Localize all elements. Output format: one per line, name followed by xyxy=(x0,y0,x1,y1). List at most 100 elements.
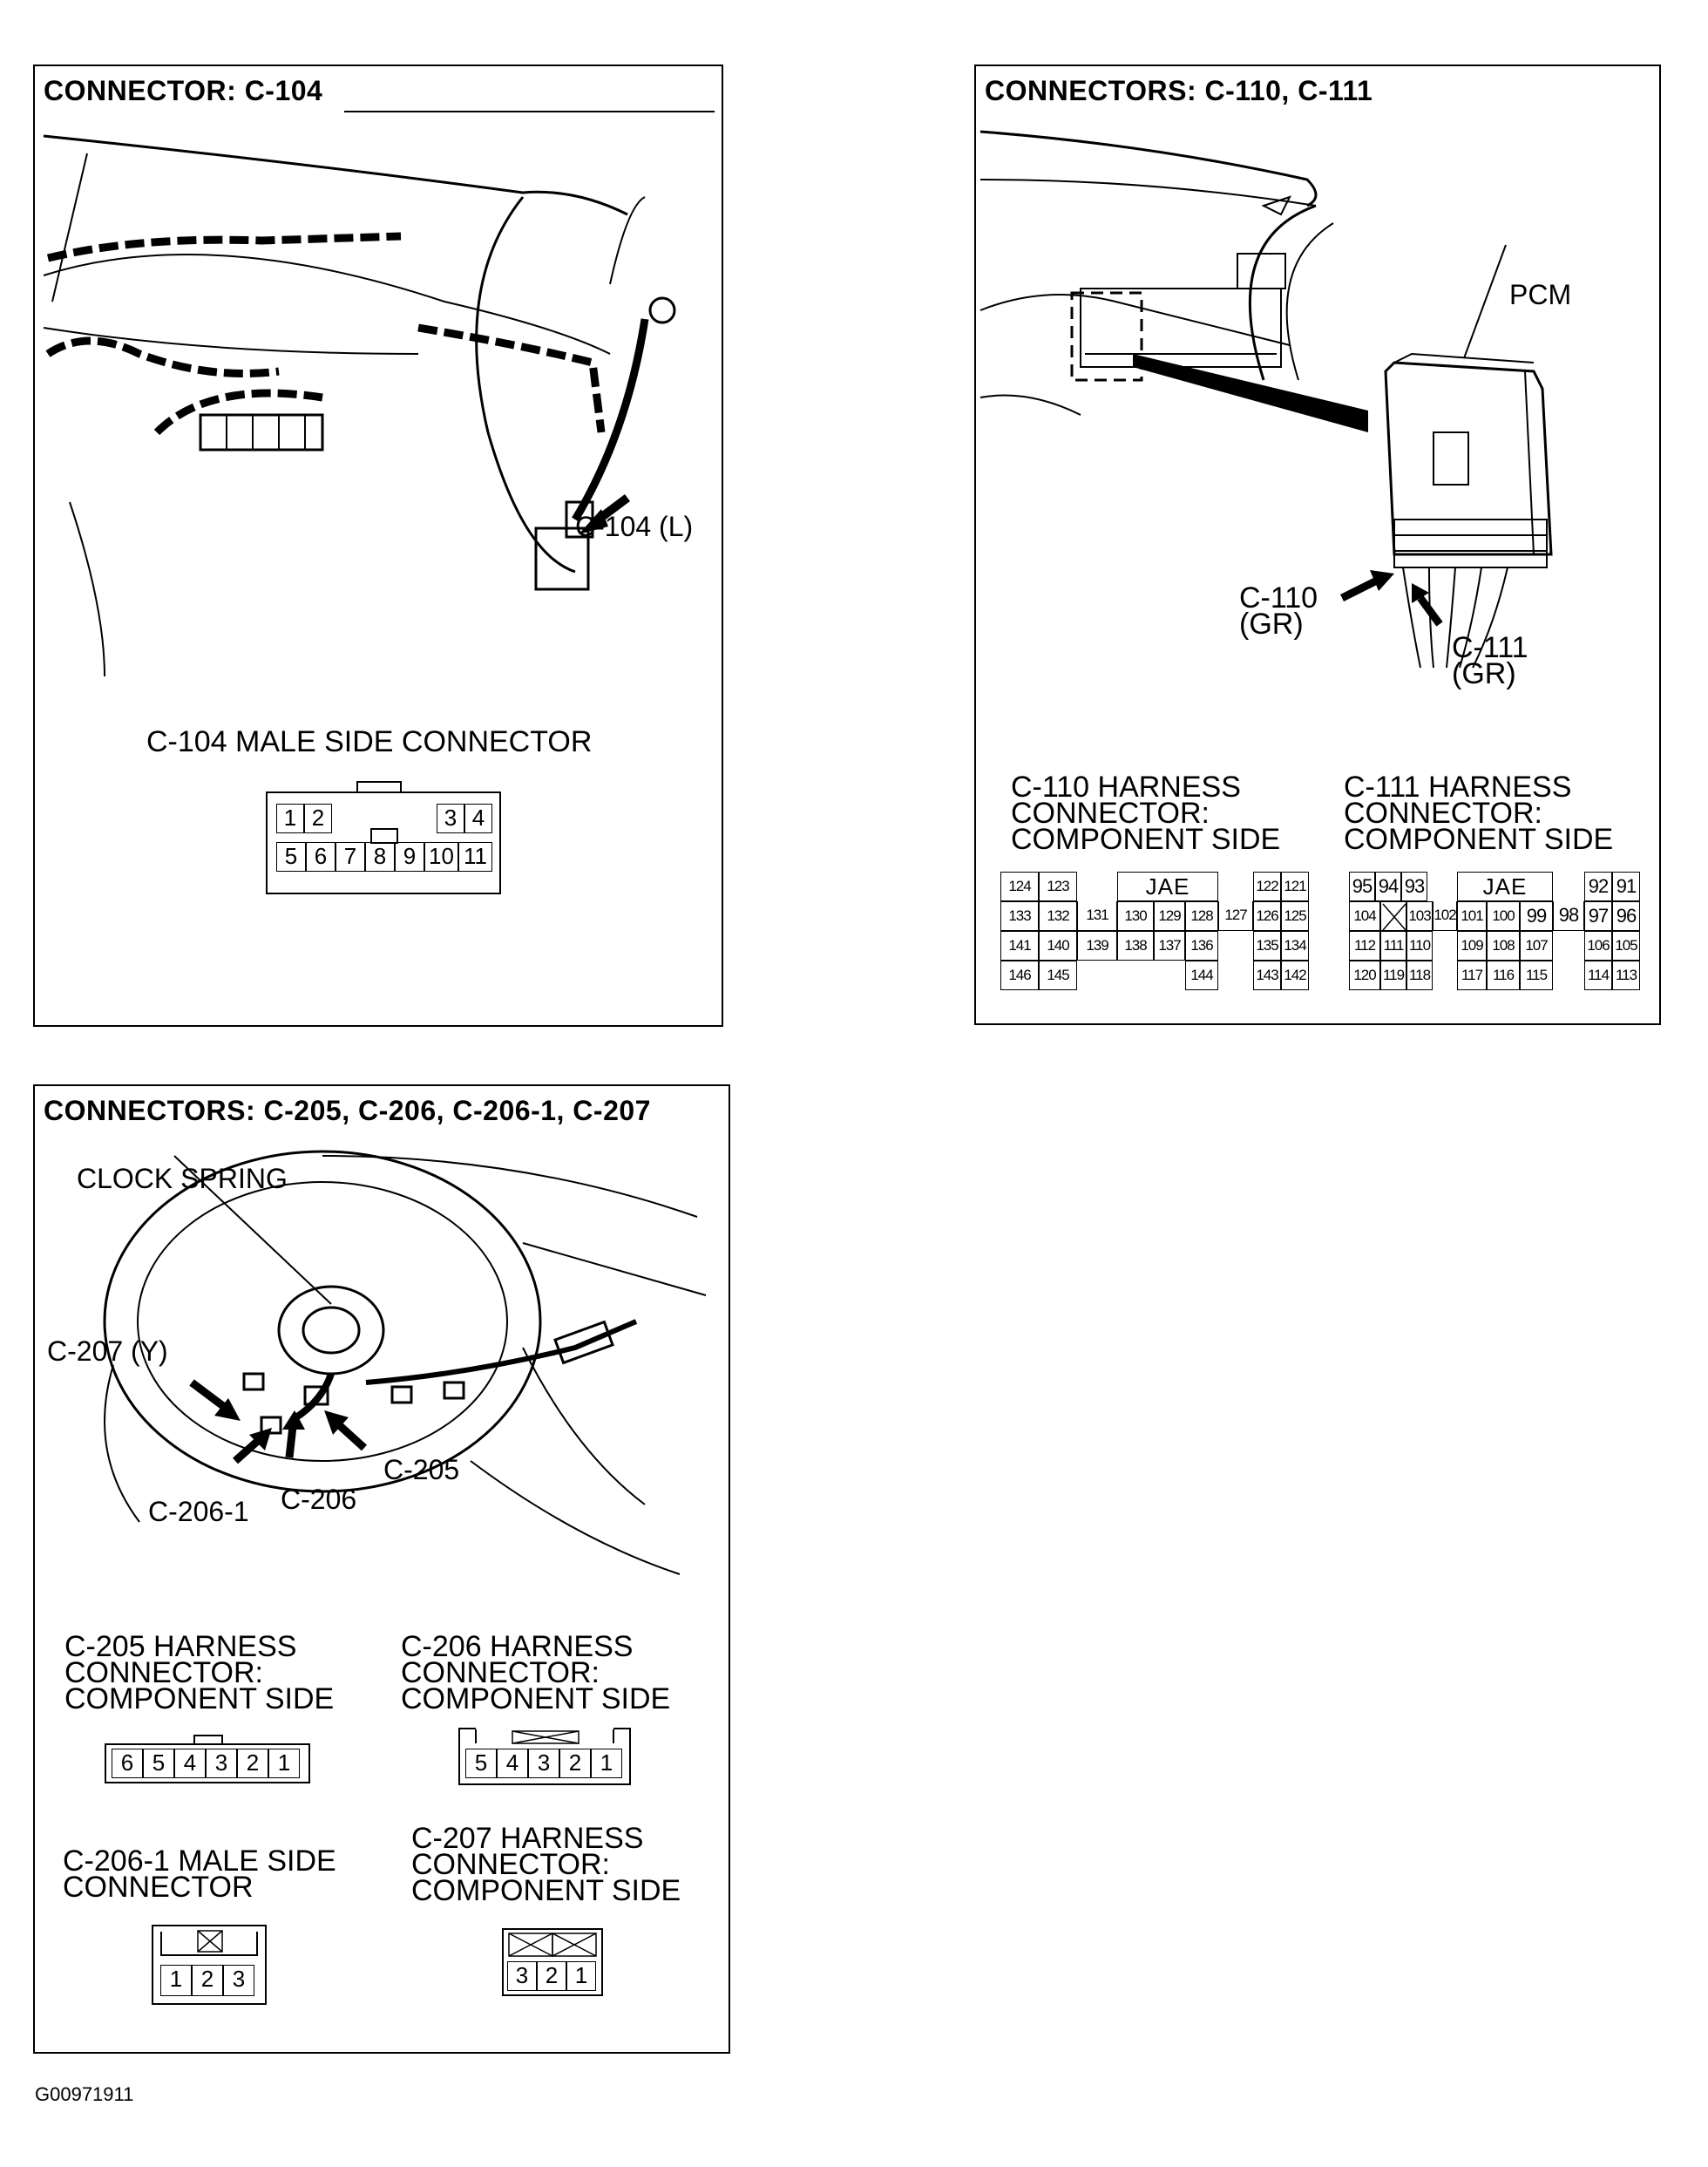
c111-pin: 118 xyxy=(1406,961,1433,990)
c104-pin: 6 xyxy=(306,842,336,872)
c104-pin: 11 xyxy=(458,842,492,872)
c110-pin: 122 xyxy=(1253,872,1281,901)
c205-pin: 3 xyxy=(206,1749,237,1778)
connector-c110: 124 123 JAE 122 121 133 132 131 130 129 … xyxy=(1000,872,1325,997)
pcm-illustration xyxy=(979,130,1553,669)
callout-c2061: C-206-1 xyxy=(148,1496,249,1527)
c110-pin: 138 xyxy=(1117,931,1154,961)
c110-pin: 125 xyxy=(1281,901,1309,931)
c110-pin: 124 xyxy=(1000,872,1039,901)
c110-pin: 128 xyxy=(1185,901,1218,931)
c206-pin: 4 xyxy=(497,1749,528,1778)
c111-pin: 98 xyxy=(1553,901,1584,931)
steering-wheel-illustration xyxy=(103,1150,707,1575)
c111-pin: 95 xyxy=(1349,872,1375,901)
c111-pin: 103 xyxy=(1406,901,1433,931)
c110-pin: 139 xyxy=(1077,931,1117,961)
c205-pin: 2 xyxy=(237,1749,268,1778)
c111-pin: 108 xyxy=(1487,931,1520,961)
c110-pin: 142 xyxy=(1281,961,1309,990)
c111-pin: 117 xyxy=(1457,961,1487,990)
c111-pin: 96 xyxy=(1612,901,1640,931)
c111-pin: 110 xyxy=(1406,931,1433,961)
c110-pin: 140 xyxy=(1039,931,1077,961)
c111-pin: 111 xyxy=(1380,931,1406,961)
callout-c205: C-205 xyxy=(383,1454,460,1485)
callout-c104: C-104 (L) xyxy=(575,511,694,542)
c110-pin: 141 xyxy=(1000,931,1039,961)
c110-jae: JAE xyxy=(1117,872,1218,901)
c111-pin: 120 xyxy=(1349,961,1380,990)
c111-jae: JAE xyxy=(1457,872,1553,901)
c206-label: C-206 HARNESS CONNECTOR: COMPONENT SIDE xyxy=(401,1630,671,1715)
c207-label: C-207 HARNESS CONNECTOR: COMPONENT SIDE xyxy=(411,1822,681,1907)
c207-pin: 3 xyxy=(507,1961,537,1991)
panel-c104: CONNECTOR: C-104 C-104 (L) C-104 MALE SI… xyxy=(33,65,723,1027)
c205-pin: 1 xyxy=(268,1749,300,1778)
c111-pin: 119 xyxy=(1380,961,1406,990)
c104-pin: 7 xyxy=(336,842,365,872)
c104-connector-label: C-104 MALE SIDE CONNECTOR xyxy=(146,725,593,758)
c205-pin: 5 xyxy=(143,1749,174,1778)
c111-pin: 92 xyxy=(1584,872,1612,901)
c111-pin: 105 xyxy=(1612,931,1640,961)
c110-pin: 126 xyxy=(1253,901,1281,931)
c111-pin: 109 xyxy=(1457,931,1487,961)
c111-pin: 94 xyxy=(1375,872,1401,901)
figure-id: G00971911 xyxy=(35,2083,134,2105)
c111-pin: 107 xyxy=(1520,931,1553,961)
c111-pin: 115 xyxy=(1520,961,1553,990)
c110-pin: 146 xyxy=(1000,961,1039,990)
c110-pin: 130 xyxy=(1117,901,1154,931)
c110-pin: 134 xyxy=(1281,931,1309,961)
c111-pin: 100 xyxy=(1487,901,1520,931)
c111-pin: 116 xyxy=(1487,961,1520,990)
c110-pin: 137 xyxy=(1154,931,1185,961)
c111-pin: 99 xyxy=(1520,901,1553,931)
c104-pin: 4 xyxy=(464,804,492,833)
panel-c110-c111: CONNECTORS: C-110, C-111 PCM C-110 xyxy=(974,65,1661,1025)
connector-c206: 5 4 3 2 1 xyxy=(458,1728,631,1785)
c111-pin: 106 xyxy=(1584,931,1612,961)
connector-c205: 6 5 4 3 2 1 xyxy=(105,1735,310,1783)
c110-pin: 132 xyxy=(1039,901,1077,931)
c104-pin: 2 xyxy=(304,804,332,833)
c111-pin: 93 xyxy=(1401,872,1427,901)
c110-pin: 133 xyxy=(1000,901,1039,931)
c111-pin: 112 xyxy=(1349,931,1380,961)
c2061-pin: 2 xyxy=(192,1965,223,1996)
c110-pin: 143 xyxy=(1253,961,1281,990)
c205-label: C-205 HARNESS CONNECTOR: COMPONENT SIDE xyxy=(64,1630,335,1715)
panel-title: CONNECTOR: C-104 xyxy=(44,75,323,106)
callout-pcm: PCM xyxy=(1509,279,1572,310)
c110-label: C-110 HARNESS CONNECTOR: COMPONENT SIDE xyxy=(1011,771,1281,856)
c111-pin: 114 xyxy=(1584,961,1612,990)
panel-title: CONNECTORS: C-110, C-111 xyxy=(985,75,1373,106)
c110-pin: 135 xyxy=(1253,931,1281,961)
c110-pin: 145 xyxy=(1039,961,1077,990)
c2061-pin: 3 xyxy=(223,1965,254,1996)
c110-pin: 127 xyxy=(1218,901,1253,931)
c110-pin: 144 xyxy=(1185,961,1218,990)
c104-pin: 3 xyxy=(437,804,464,833)
c104-pin: 9 xyxy=(395,842,424,872)
c104-pin: 5 xyxy=(276,842,306,872)
c207-pin: 1 xyxy=(566,1961,596,1991)
c111-pin: 104 xyxy=(1349,901,1380,931)
c2061-pin: 1 xyxy=(160,1965,192,1996)
c110-pin: 136 xyxy=(1185,931,1218,961)
connector-c104: 1 2 3 4 5 6 7 8 9 10 11 xyxy=(266,781,501,894)
connector-c2061: 1 2 3 xyxy=(152,1925,267,2005)
c111-pin: 113 xyxy=(1612,961,1640,990)
c104-pin: 8 xyxy=(365,842,395,872)
c206-pin: 3 xyxy=(528,1749,559,1778)
c206-pin: 2 xyxy=(559,1749,591,1778)
c110-pin: 121 xyxy=(1281,872,1309,901)
c104-pin: 1 xyxy=(276,804,304,833)
c206-pin: 5 xyxy=(465,1749,497,1778)
c111-pin: 101 xyxy=(1457,901,1487,931)
c110-pin: 129 xyxy=(1154,901,1185,931)
connector-c111: 95 94 93 JAE 92 91 104 103 102 101 100 9… xyxy=(1349,872,1654,997)
c207-pin: 2 xyxy=(537,1961,566,1991)
c110-pin: 123 xyxy=(1039,872,1077,901)
